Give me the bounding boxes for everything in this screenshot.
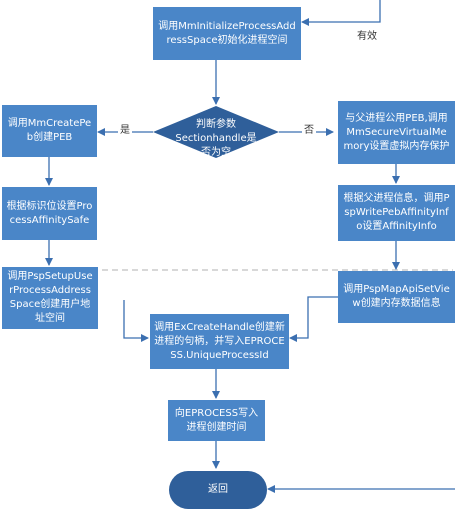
edge-map-to-handle — [289, 296, 338, 342]
write-create-time-text: 向EPROCESS写入进程创建时间 — [174, 407, 259, 433]
create-handle-box: 调用ExCreateHandle创建新进程的句柄，并写入EPROCESS.Uni… — [150, 314, 289, 369]
map-apiset-view-text: 调用PspMapApiSetView创建内存数据信息 — [343, 284, 450, 309]
set-affinity-safe-text: 根据标识位设置ProcessAffinitySafe — [6, 200, 93, 226]
edge-label-no: 否 — [302, 125, 316, 137]
write-affinity-info-text: 根据父进程信息，调用PspWritePebAffinityInfo设置Affin… — [343, 193, 450, 232]
decision-diamond — [153, 106, 279, 158]
secure-virtual-memory-text: 与父进程公用PEB,调用MmSecureVirtualMemory设置虚拟内存保… — [343, 112, 450, 152]
edge-usersetup-to-handle — [123, 300, 149, 342]
init-address-space-box: 调用MmInitializeProcessAddressSpace初始化进程空间 — [153, 7, 301, 60]
decision-text: 判断参数Sectionhandle是否为空 — [175, 119, 257, 158]
edge-label-valid: 有效 — [355, 31, 379, 43]
set-affinity-safe-box: 根据标识位设置ProcessAffinitySafe — [2, 187, 97, 240]
edge-label-yes: 是 — [118, 125, 132, 137]
return-text: 返回 — [208, 484, 228, 495]
create-peb-text: 调用MmCreatePeb创建PEB — [7, 118, 92, 143]
setup-user-space-box: 调用PspSetupUserProcessAddressSpace创建用户地址空… — [2, 267, 98, 329]
return-terminal: 返回 — [169, 471, 267, 509]
setup-user-space-text: 调用PspSetupUserProcessAddressSpace创建用户地址空… — [7, 271, 93, 324]
secure-virtual-memory-box: 与父进程公用PEB,调用MmSecureVirtualMemory设置虚拟内存保… — [338, 101, 455, 164]
write-affinity-info-box: 根据父进程信息，调用PspWritePebAffinityInfo设置Affin… — [338, 185, 455, 241]
create-peb-box: 调用MmCreatePeb创建PEB — [2, 105, 97, 157]
create-handle-text: 调用ExCreateHandle创建新进程的句柄，并写入EPROCESS.Uni… — [154, 321, 285, 361]
write-create-time-box: 向EPROCESS写入进程创建时间 — [168, 400, 265, 441]
init-address-space-text: 调用MmInitializeProcessAddressSpace初始化进程空间 — [158, 20, 296, 46]
edge-valid — [301, 0, 381, 26]
map-apiset-view-box: 调用PspMapApiSetView创建内存数据信息 — [338, 271, 455, 323]
